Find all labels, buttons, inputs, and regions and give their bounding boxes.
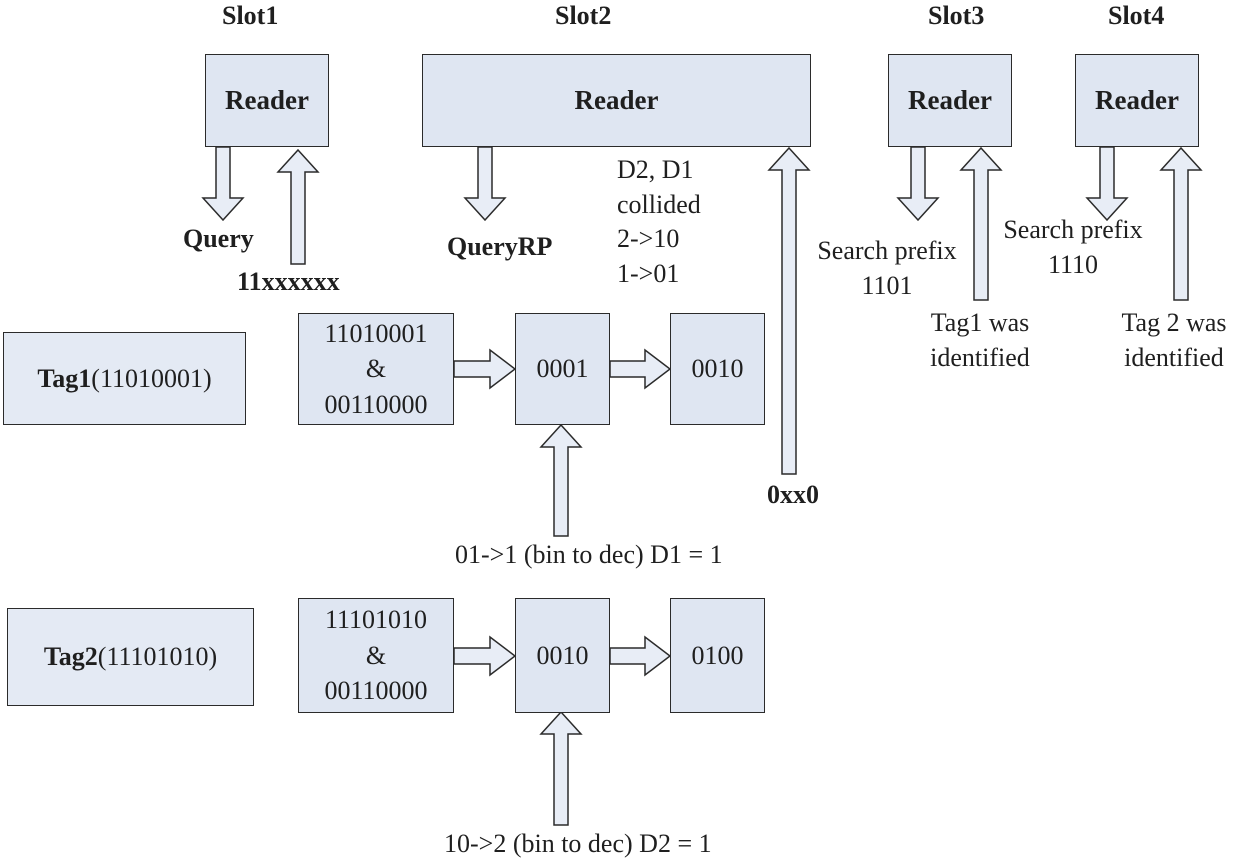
slot3-result-label: Tag1 was identified (910, 306, 1050, 375)
tag2-masked-box: 0010 (515, 598, 610, 713)
slot4-response-up-arrow (1159, 146, 1203, 301)
tag1-box: Tag1(11010001) (3, 332, 246, 425)
slot3-result-line-2: identified (930, 342, 1030, 372)
query-label: Query (183, 224, 254, 253)
slot2-response-up-arrow (767, 146, 811, 475)
slot1-label: Slot1 (222, 1, 279, 30)
tag1-result-to-shift-arrow (609, 348, 672, 390)
tag2-result-to-shift-arrow (609, 635, 672, 677)
tag2-d2-note: 10->2 (bin to dec) D2 = 1 (444, 829, 712, 858)
slot1-response-up-arrow (276, 148, 320, 265)
tag1-d1-up-arrow (539, 423, 583, 537)
slot4-search-line-2: 1110 (1047, 249, 1099, 279)
slot4-search-line-1: Search prefix (1003, 215, 1143, 244)
slot4-search-label: Search prefix 1110 (990, 213, 1156, 282)
slot3-label: Slot3 (928, 1, 985, 30)
tag1-shifted-box: 0010 (670, 313, 765, 425)
tag1-masked-box: 0001 (515, 313, 610, 425)
tag1-mask-to-result-arrow (453, 348, 517, 390)
tag2-id: (11101010) (97, 642, 218, 672)
collision-note-line-1: D2, D1 (617, 155, 694, 184)
slot3-result-line-1: Tag1 was (930, 308, 1030, 337)
reader-slot1: Reader (205, 54, 329, 147)
slot3-search-down-arrow (896, 146, 940, 222)
slot3-search-line-1: Search prefix (817, 236, 957, 265)
tag2-name: Tag2 (43, 642, 98, 672)
slot2-label: Slot2 (555, 1, 612, 30)
collision-note: D2, D1 collided 2->10 1->01 (617, 153, 701, 291)
reader-slot4: Reader (1075, 54, 1199, 147)
slot4-label: Slot4 (1108, 1, 1165, 30)
tag1-id: (11010001) (91, 363, 212, 393)
tag2-d2-up-arrow (539, 710, 583, 826)
reader-slot2: Reader (422, 54, 811, 147)
collision-note-line-3: 2->10 (617, 224, 680, 254)
queryrp-down-arrow (463, 146, 507, 222)
slot3-search-label: Search prefix 1101 (804, 234, 970, 303)
slot4-result-label: Tag 2 was identified (1106, 306, 1242, 375)
tag2-shifted-box: 0100 (670, 598, 765, 713)
tag1-d1-note: 01->1 (bin to dec) D1 = 1 (455, 540, 723, 569)
collision-note-line-2: collided (617, 189, 701, 219)
tag2-mask-line-1: 11101010 (324, 605, 428, 635)
tag2-box: Tag2(11101010) (7, 608, 254, 706)
slot1-response-label: 11xxxxxx (237, 267, 340, 296)
tag1-mask-line-1: 11010001 (324, 318, 428, 348)
slot3-response-up-arrow (959, 146, 1003, 301)
tag1-mask-line-3: 00110000 (324, 389, 428, 419)
query-down-arrow (201, 146, 245, 222)
slot4-result-line-1: Tag 2 was (1121, 308, 1227, 337)
slot4-search-down-arrow (1085, 146, 1129, 222)
slot2-response-label: 0xx0 (767, 480, 819, 509)
reader-slot3: Reader (888, 54, 1012, 147)
tag1-mask-line-2: & (365, 354, 387, 384)
queryrp-label: QueryRP (447, 232, 553, 261)
tag2-mask-line-2: & (365, 640, 387, 670)
collision-note-line-4: 1->01 (617, 258, 680, 288)
tag1-mask-box: 11010001 & 00110000 (298, 313, 454, 425)
tag2-mask-to-result-arrow (453, 635, 517, 677)
tag2-mask-line-3: 00110000 (324, 676, 428, 706)
slot4-result-line-2: identified (1124, 342, 1224, 372)
tag1-name: Tag1 (37, 363, 92, 393)
slot3-search-line-2: 1101 (861, 270, 913, 300)
tag2-mask-box: 11101010 & 00110000 (298, 598, 454, 713)
